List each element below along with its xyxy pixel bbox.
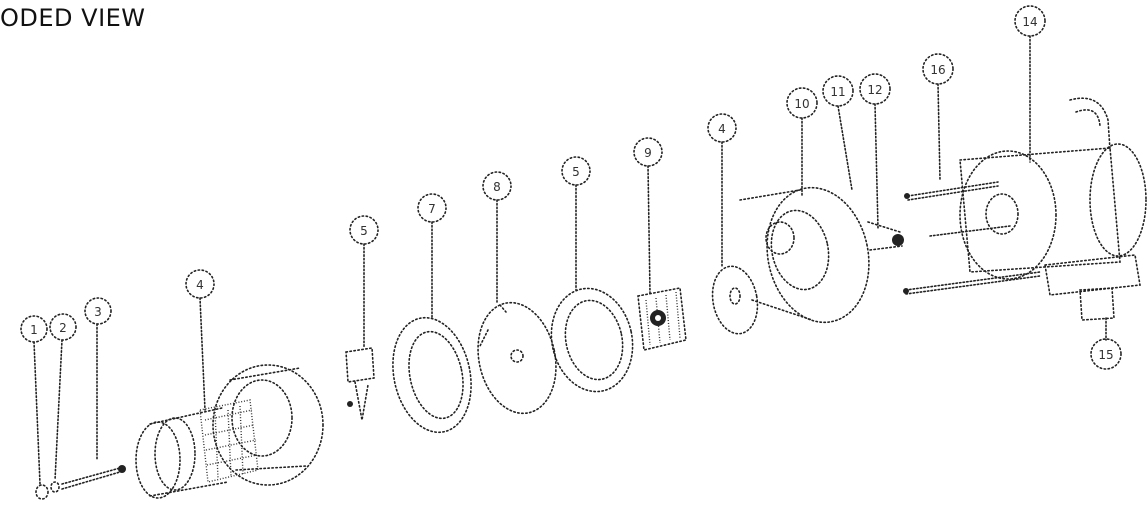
part-impeller	[637, 287, 687, 351]
svg-text:8: 8	[493, 180, 501, 194]
part-pump-head	[739, 186, 904, 324]
callout-9: 9	[633, 137, 663, 167]
svg-text:3: 3	[94, 305, 102, 319]
leader-lines	[33, 35, 1107, 485]
svg-text:16: 16	[930, 63, 945, 77]
part-bracket	[345, 347, 375, 421]
part-disc	[711, 265, 759, 335]
svg-text:5: 5	[360, 224, 368, 238]
callout-1: 1	[20, 315, 48, 343]
svg-text:10: 10	[794, 97, 809, 111]
callout-4b: 4	[707, 113, 737, 143]
svg-text:7: 7	[428, 202, 436, 216]
svg-text:5: 5	[572, 165, 580, 179]
svg-text:11: 11	[830, 85, 845, 99]
part-bolt	[35, 465, 126, 500]
callout-5b: 5	[561, 156, 591, 186]
svg-text:12: 12	[867, 83, 882, 97]
callout-7: 7	[417, 193, 447, 223]
part-gasket-7	[392, 316, 472, 434]
callout-12: 12	[859, 73, 891, 105]
callout-15: 15	[1090, 338, 1122, 370]
callout-5a: 5	[349, 215, 379, 245]
svg-text:9: 9	[644, 146, 652, 160]
callout-2: 2	[49, 313, 77, 341]
svg-text:4: 4	[196, 278, 204, 292]
callout-10: 10	[786, 87, 818, 119]
part-ring-5	[550, 287, 634, 393]
callout-16: 16	[922, 53, 954, 85]
callout-11: 11	[822, 75, 854, 107]
svg-text:1: 1	[30, 323, 38, 337]
part-plate-8	[477, 301, 557, 415]
callout-4: 4	[185, 269, 215, 299]
callout-14: 14	[1014, 5, 1046, 37]
callout-3: 3	[84, 297, 112, 325]
svg-text:4: 4	[718, 122, 726, 136]
callout-8: 8	[482, 171, 512, 201]
svg-text:14: 14	[1022, 15, 1037, 29]
diagram-title: ODED VIEW	[0, 4, 146, 32]
part-motor-housing	[135, 364, 324, 499]
svg-text:2: 2	[59, 321, 67, 335]
svg-text:15: 15	[1098, 348, 1113, 362]
part-motor-body	[903, 97, 1147, 321]
